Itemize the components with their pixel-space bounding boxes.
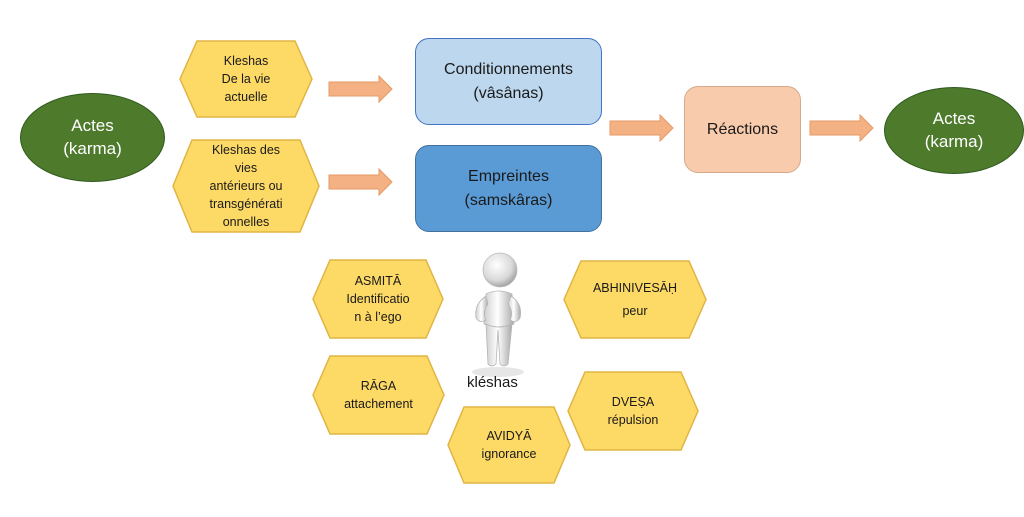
reactions-box: Réactions xyxy=(684,86,801,173)
avidya-label: AVIDYĀ ignorance xyxy=(481,428,537,461)
empreintes-box: Empreintes (samskâras) xyxy=(415,145,602,232)
conditionnements-label: Conditionnements (vâsânas) xyxy=(444,60,573,102)
asmita-hexagon: ASMITĀ Identificatio n à l’ego xyxy=(312,259,444,339)
kleshas-current-life-label: Kleshas De la vie actuelle xyxy=(221,53,271,105)
avidya-hexagon: AVIDYĀ ignorance xyxy=(447,406,571,484)
kleshas-center-label: kléshas xyxy=(467,374,518,391)
reactions-label: Réactions xyxy=(706,120,779,138)
arrow-current-to-conditionnements xyxy=(328,74,393,104)
arrow-past-to-empreintes xyxy=(328,167,393,197)
raga-label: RĀGA attachement xyxy=(344,378,413,411)
arrow-reactions-to-actes xyxy=(809,113,874,143)
kleshas-past-lives-label: Kleshas des vies antérieurs ou transgéné… xyxy=(209,142,283,230)
kleshas-current-life-hexagon: Kleshas De la vie actuelle xyxy=(179,40,313,118)
thinking-person-figure-icon xyxy=(458,252,538,380)
dvesa-label: DVEṢA répulsion xyxy=(607,394,659,427)
empreintes-label: Empreintes (samskâras) xyxy=(464,167,553,209)
abhinivesa-hexagon: ABHINIVESĀḤ peur xyxy=(563,260,707,339)
conditionnements-box: Conditionnements (vâsânas) xyxy=(415,38,602,125)
asmita-label: ASMITĀ Identificatio n à l’ego xyxy=(346,273,410,325)
abhinivesa-label: ABHINIVESĀḤ peur xyxy=(592,281,678,318)
actes-karma-ellipse-left: Actes (karma) xyxy=(20,93,165,182)
actes-karma-label-left: Actes (karma) xyxy=(63,115,122,158)
kleshas-past-lives-hexagon: Kleshas des vies antérieurs ou transgéné… xyxy=(172,139,320,233)
raga-hexagon: RĀGA attachement xyxy=(312,355,445,435)
actes-karma-ellipse-right: Actes (karma) xyxy=(884,87,1024,174)
arrow-to-reactions xyxy=(609,113,674,143)
dvesa-hexagon: DVEṢA répulsion xyxy=(567,371,699,451)
actes-karma-label-right: Actes (karma) xyxy=(924,108,984,151)
